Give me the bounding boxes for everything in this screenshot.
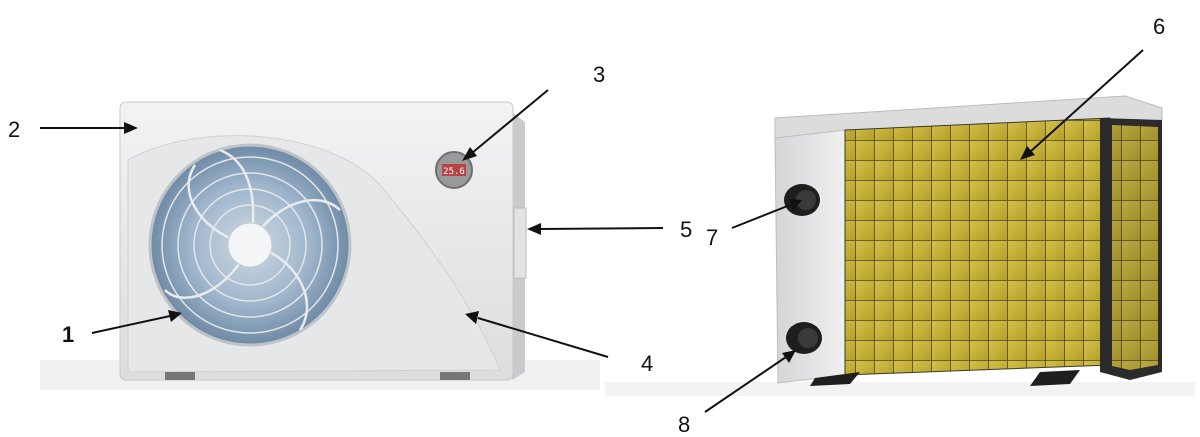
- rear-unit-side-coil: [1112, 125, 1158, 370]
- fan-icon: [150, 145, 350, 345]
- rear-unit-coil: [845, 118, 1110, 375]
- callout-6: 6: [1153, 14, 1165, 39]
- front-unit-foot-right: [440, 372, 470, 380]
- water-outlet-connector: [786, 322, 822, 354]
- callout-3: 3: [593, 62, 605, 87]
- rear-unit: [605, 96, 1195, 396]
- arrow-pointer-icon: [527, 223, 663, 235]
- display-reading: 25.6: [443, 167, 465, 177]
- front-unit-foot-left: [165, 372, 195, 380]
- front-unit: 25.6: [40, 102, 600, 390]
- callout-5: 5: [680, 217, 692, 242]
- callout-2: 2: [8, 117, 20, 142]
- rear-unit-floor-shadow: [605, 382, 1195, 396]
- callout-7: 7: [706, 225, 718, 250]
- callout-1: 1: [62, 322, 74, 347]
- callout-8: 8: [678, 412, 690, 437]
- callout-4: 4: [641, 351, 653, 376]
- front-unit-side-port: [514, 208, 526, 278]
